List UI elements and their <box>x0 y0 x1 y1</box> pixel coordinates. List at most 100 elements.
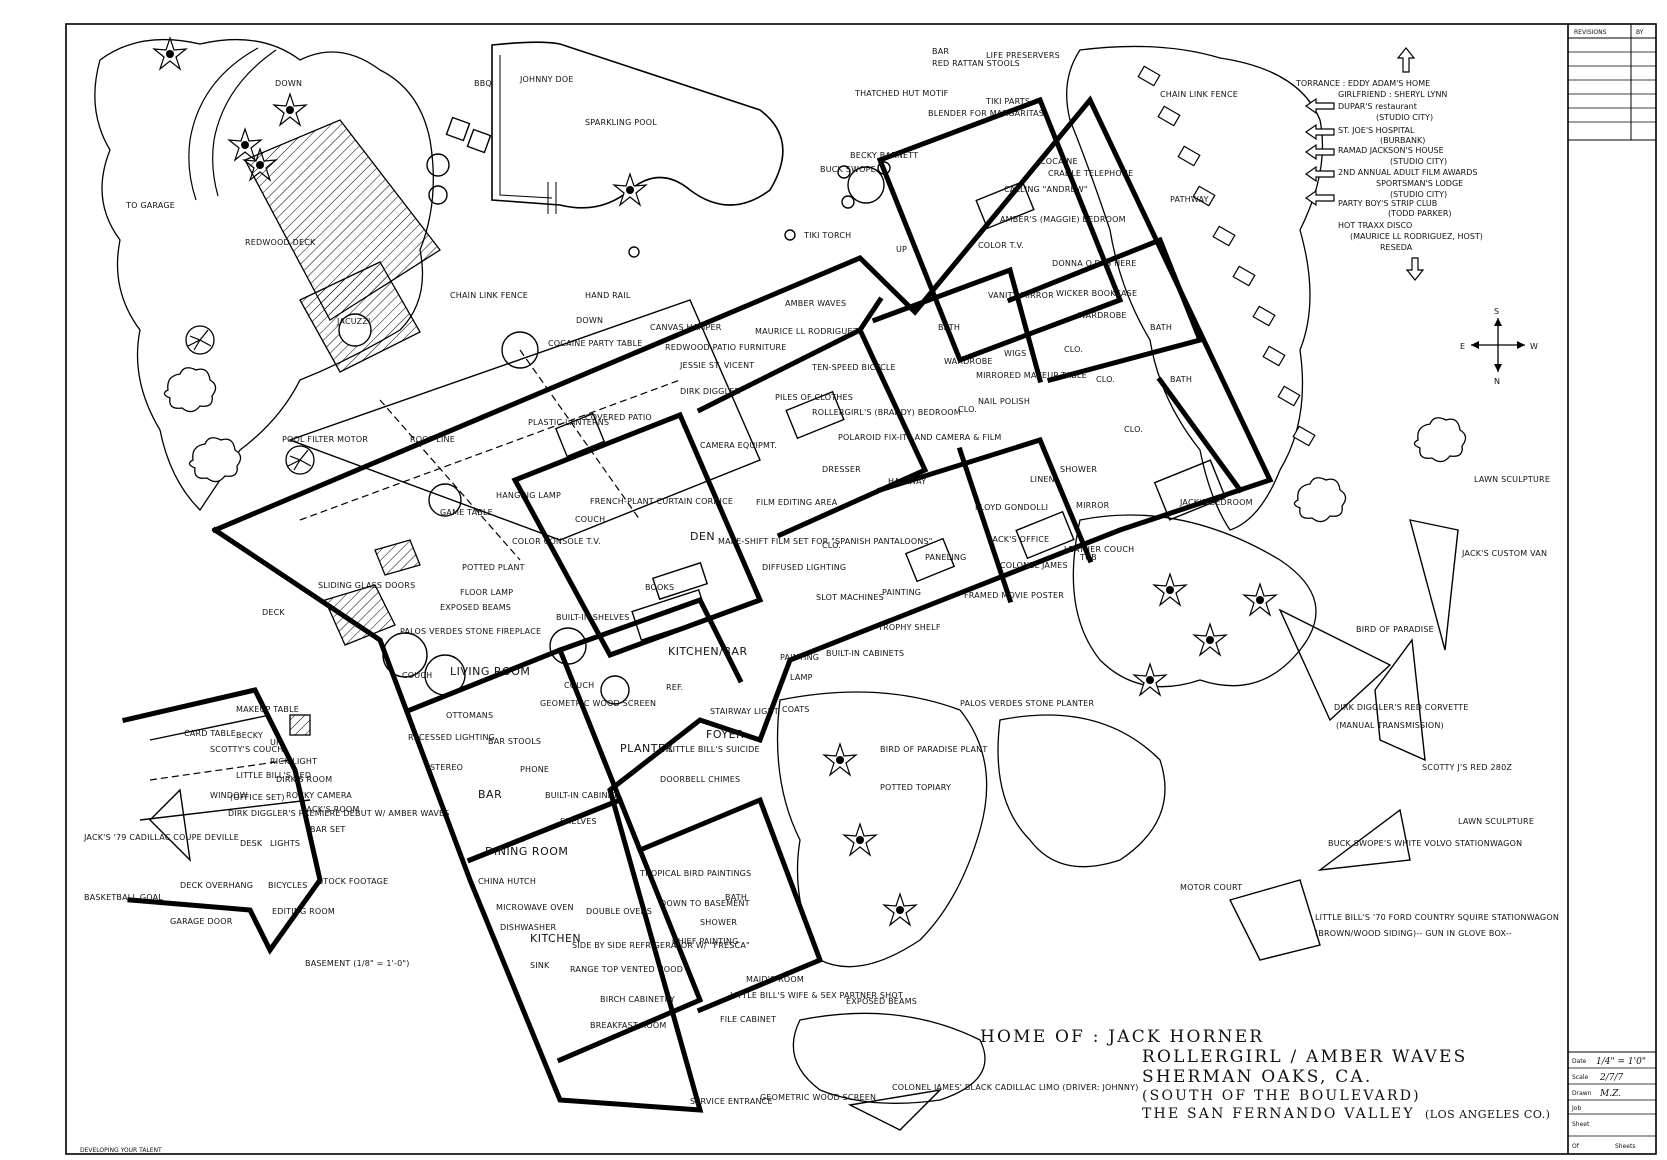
label-window: WINDOW <box>210 791 248 800</box>
legend-row-11: PARTY BOY'S STRIP CLUB <box>1338 199 1437 208</box>
label-tropical-bird: TROPICAL BIRD PAINTINGS <box>639 869 751 878</box>
label-potted-plant: POTTED PLANT <box>462 563 525 572</box>
label-bar-lower: BAR <box>478 788 502 801</box>
title-line-5b: (LOS ANGELES CO.) <box>1425 1108 1550 1121</box>
compass-n: N <box>1494 377 1500 386</box>
legend-row-7: (STUDIO CITY) <box>1390 157 1447 166</box>
label-jacks-bedroom: JACK'S BEDROOM <box>1179 498 1253 507</box>
compass <box>1471 318 1525 372</box>
label-dishwasher: DISHWASHER <box>500 923 557 932</box>
label-foyer: FOYER <box>706 728 744 741</box>
legend-row-14: (MAURICE LL RODRIGUEZ, HOST) <box>1350 232 1483 241</box>
label-ambers-bedroom: AMBER'S (MAGGIE) BEDROOM <box>1000 215 1126 224</box>
label-kitchen: KITCHEN <box>530 932 581 945</box>
label-lawn-sculpture-2: LAWN SCULPTURE <box>1458 817 1534 826</box>
label-manual: (MANUAL TRANSMISSION) <box>1336 721 1444 730</box>
label-painting: PAINTING <box>882 588 921 597</box>
label-service: SERVICE ENTRANCE <box>690 1097 773 1106</box>
label-geometric: GEOMETRIC WOOD SCREEN <box>540 699 656 708</box>
label-scotty-couch: SCOTTY'S COUCH <box>210 745 283 754</box>
label-bar-stools: BAR STOOLS <box>488 737 541 746</box>
label-built-in-shelves: BUILT-IN SHELVES <box>556 613 630 622</box>
label-stock-footage: STOCK FOOTAGE <box>318 877 388 886</box>
label-down-2: DOWN <box>576 316 603 325</box>
label-shower-2: SHOWER <box>1060 465 1097 474</box>
shrub-mass-front <box>776 691 988 968</box>
legend-row-8: 2ND ANNUAL ADULT FILM AWARDS <box>1338 168 1477 177</box>
label-pool: SPARKLING POOL <box>585 118 657 127</box>
label-china-hutch: CHINA HUTCH <box>478 877 536 886</box>
house-plan <box>122 95 1274 1113</box>
label-range-top: RANGE TOP VENTED HOOD <box>570 965 683 974</box>
title-line-5: THE SAN FERNANDO VALLEY <box>1142 1106 1415 1122</box>
label-becky: BECKY BARNETT <box>850 151 918 160</box>
label-recessed: RECESSED LIGHTING <box>408 733 495 742</box>
label-stereo: STEREO <box>430 763 463 772</box>
label-bbq: BBQ <box>474 79 492 88</box>
location-legend: TORRANCE : EDDY ADAM'S HOME GIRLFRIEND :… <box>1295 79 1483 252</box>
label-built-in-cabinet: BUILT-IN CABINET <box>545 791 618 800</box>
label-linen: LINEN <box>1030 475 1055 484</box>
label-leather-couch: LEATHER COUCH <box>1064 545 1134 554</box>
label-couch: COUCH <box>575 515 605 524</box>
legend-row-6: RAMAD JACKSON'S HOUSE <box>1338 146 1444 155</box>
label-dirk: DIRK DIGGLER <box>680 387 740 396</box>
label-deck-overhang: DECK OVERHANG <box>180 881 253 890</box>
label-wicker: WICKER BOOKCASE <box>1056 289 1137 298</box>
label-palos-fireplace: PALOS VERDES STONE FIREPLACE <box>400 627 541 636</box>
label-basketball: BASKETBALL GOAL <box>84 893 163 902</box>
label-hallway: HALLWAY <box>888 477 926 486</box>
legend-row-3: (STUDIO CITY) <box>1376 113 1433 122</box>
label-johnny-doe: JOHNNY DOE <box>519 75 574 84</box>
title-line-4: (SOUTH OF THE BOULEVARD) <box>1142 1088 1421 1104</box>
label-wardrobe-2: WARDROBE <box>1078 311 1127 320</box>
label-vanity: VANITY MIRROR <box>988 291 1054 300</box>
label-potted-topiary: POTTED TOPIARY <box>880 783 951 792</box>
label-bar-set: BAR SET <box>310 825 345 834</box>
scale-label: Scale <box>1572 1074 1588 1081</box>
legend-row-2: DUPAR'S restaurant <box>1338 102 1417 111</box>
label-garage-door: GARAGE DOOR <box>170 917 233 926</box>
label-tub: TUB <box>1079 553 1097 562</box>
label-cradle: CRADLE TELEPHONE <box>1048 169 1133 178</box>
label-buck-swope: BUCK SWOPE'S WHITE VOLVO STATIONWAGON <box>1328 839 1522 848</box>
label-roof-line: ROOF LINE <box>410 435 455 444</box>
label-planter: PLANTER <box>620 742 674 755</box>
title-line-1: HOME OF : JACK HORNER <box>980 1027 1264 1047</box>
revisions-block: REVISIONS BY <box>1568 24 1656 141</box>
legend-row-13: HOT TRAXX DISCO <box>1338 221 1412 230</box>
label-hanging-lamp: HANGING LAMP <box>496 491 561 500</box>
label-calling: CALLING "ANDREW" <box>1004 185 1088 194</box>
label-ottomans: OTTOMANS <box>446 711 493 720</box>
label-desk: DESK <box>240 839 263 848</box>
compass-w: W <box>1530 342 1538 351</box>
date-label: Date <box>1572 1058 1587 1065</box>
label-breakfast-room: BREAKFAST ROOM <box>590 1021 667 1030</box>
label-life-preservers: LIFE PRESERVERS <box>986 51 1060 60</box>
label-color-tv: COLOR T.V. <box>978 241 1024 250</box>
label-file-cabinet: FILE CABINET <box>720 1015 776 1024</box>
label-jacks-room: JACK'S ROOM <box>303 805 359 814</box>
vehicle-volvo <box>1317 808 1411 871</box>
label-side-by-side: SIDE BY SIDE REFRIGERATOR W/ "FRESCA" <box>572 941 750 950</box>
label-little-bills: LITTLE BILL'S SUICIDE <box>668 745 760 754</box>
label-clo: CLO. <box>1064 345 1083 354</box>
jacuzzi-tub <box>338 313 372 347</box>
label-up-2: UP <box>270 738 281 747</box>
label-microwave: MICROWAVE OVEN <box>496 903 574 912</box>
label-card-table: CARD TABLE <box>184 729 236 738</box>
job-label: Job <box>1571 1105 1581 1112</box>
revisions-header: REVISIONS <box>1574 29 1607 36</box>
label-bicycles: BICYCLES <box>268 881 308 890</box>
label-books: BOOKS <box>645 583 674 592</box>
label-chief-painting: CHIEF PAINTING <box>672 937 739 946</box>
annotation-labels: DOWN TO GARAGE ROOF LINE POOL FILTER MOT… <box>83 51 1559 1106</box>
label-color-console: COLOR CONSOLE T.V. <box>512 537 601 546</box>
label-chain-link: CHAIN LINK FENCE <box>450 291 528 300</box>
label-redwood-deck: REDWOOD DECK <box>245 238 316 247</box>
vehicle-custom-van <box>1409 519 1459 651</box>
label-rick-light: RICK LIGHT <box>270 757 317 766</box>
label-scotty: SCOTTY J'S RED 280Z <box>1422 763 1512 772</box>
label-jacks-office: JACK'S OFFICE <box>989 535 1049 544</box>
